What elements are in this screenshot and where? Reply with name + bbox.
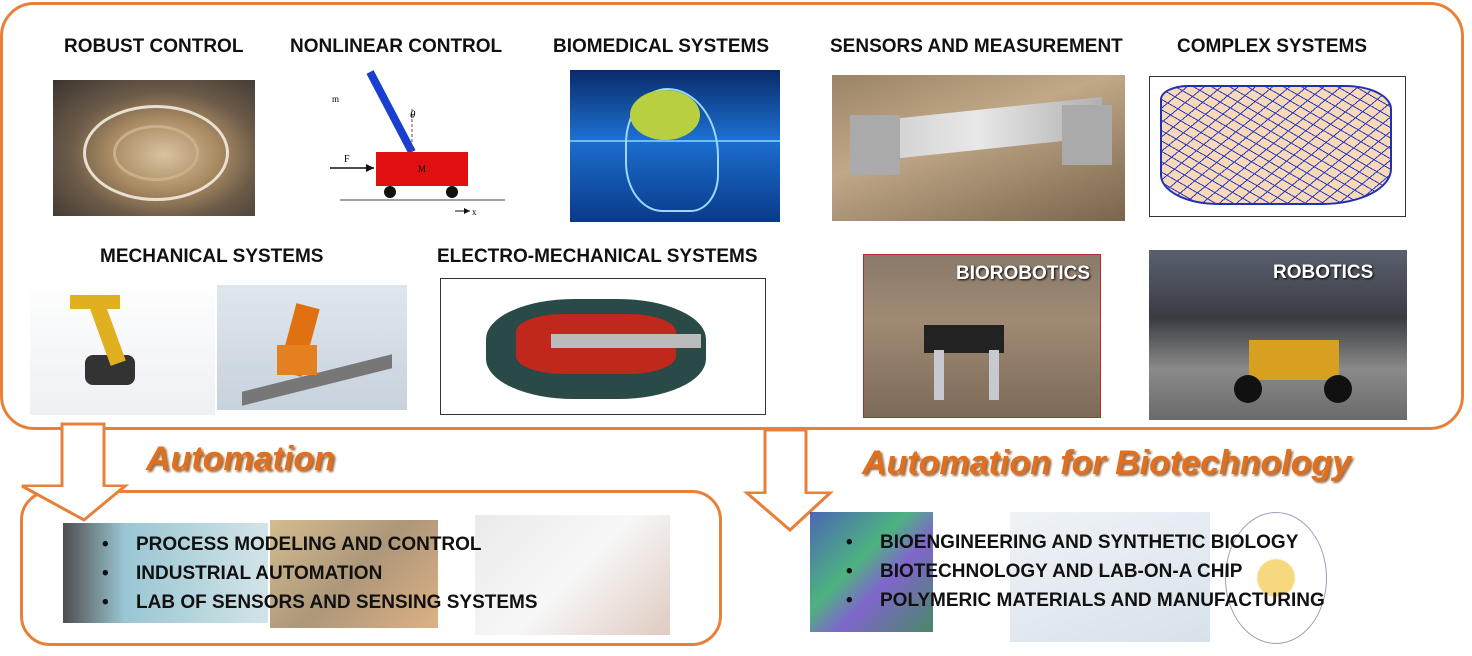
robot-arm-simulation-image (30, 275, 215, 415)
biotech-item: BIOENGINEERING AND SYNTHETIC BIOLOGY (846, 528, 1325, 557)
biorobotics-label: BIOROBOTICS (956, 263, 1091, 284)
robotics-label: ROBOTICS (1273, 262, 1374, 283)
automation-list: PROCESS MODELING AND CONTROL INDUSTRIAL … (102, 530, 538, 617)
biorobotics-image: BIOROBOTICS (863, 254, 1101, 418)
biotech-title: Automation for Biotechnology (862, 444, 1352, 482)
automation-title: Automation (146, 440, 335, 478)
electric-motor-cutaway-image (440, 278, 766, 415)
pendulum-mass-label: m (332, 94, 339, 104)
label-electro-mechanical-systems: ELECTRO-MECHANICAL SYSTEMS (437, 246, 758, 267)
label-nonlinear-control: NONLINEAR CONTROL (290, 36, 503, 57)
inverted-pendulum-diagram: F M θ x m (330, 68, 510, 218)
position-label: x (472, 207, 477, 217)
angle-label: θ (410, 109, 416, 121)
label-sensors-measurement: SENSORS AND MEASUREMENT (830, 36, 1123, 57)
biotech-item: POLYMERIC MATERIALS AND MANUFACTURING (846, 586, 1325, 615)
label-robust-control: ROBUST CONTROL (64, 36, 244, 57)
label-mechanical-systems: MECHANICAL SYSTEMS (100, 246, 324, 267)
automation-item: INDUSTRIAL AUTOMATION (102, 559, 538, 588)
complex-systems-map-image (1149, 76, 1406, 217)
sensor-measurement-image (832, 75, 1125, 221)
automation-item: LAB OF SENSORS AND SENSING SYSTEMS (102, 588, 538, 617)
biotech-list: BIOENGINEERING AND SYNTHETIC BIOLOGY BIO… (846, 528, 1325, 615)
biomedical-brain-image (570, 70, 780, 222)
label-complex-systems: COMPLEX SYSTEMS (1177, 36, 1368, 57)
mass-label: M (418, 164, 426, 174)
label-biomedical-systems: BIOMEDICAL SYSTEMS (553, 36, 770, 57)
force-label: F (344, 154, 350, 165)
robotics-rover-image: ROBOTICS (1149, 250, 1407, 420)
biotech-item: BIOTECHNOLOGY AND LAB-ON-A CHIP (846, 557, 1325, 586)
industrial-robot-image (217, 285, 407, 410)
automation-item: PROCESS MODELING AND CONTROL (102, 530, 538, 559)
robust-control-image (53, 80, 255, 216)
